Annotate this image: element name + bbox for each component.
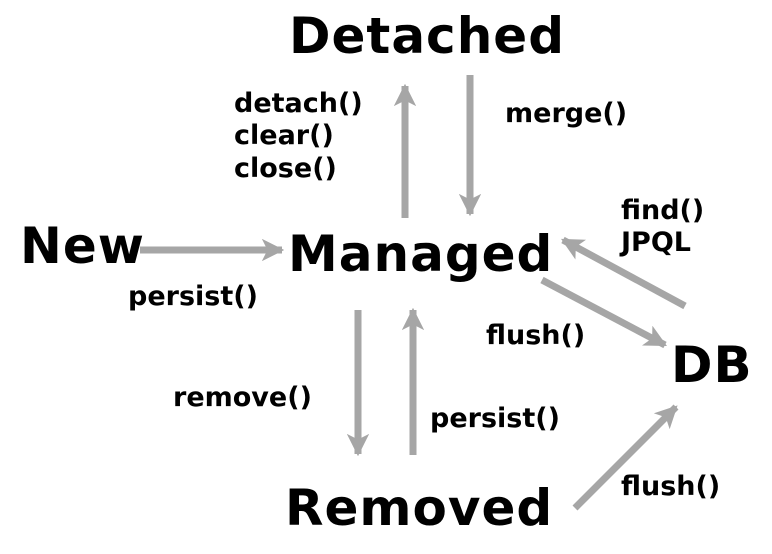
label-close: close() (234, 152, 337, 184)
node-managed: Managed (288, 225, 554, 283)
label-persist-removed: persist() (430, 403, 560, 434)
label-clear: clear() (234, 120, 334, 152)
label-flush-managed: flush() (486, 320, 586, 351)
arrow-db-to-managed (561, 236, 687, 310)
label-remove: remove() (173, 382, 312, 413)
label-find: find() (621, 195, 705, 226)
label-jpql: JPQL (621, 227, 691, 259)
node-removed: Removed (285, 479, 554, 537)
label-merge: merge() (505, 98, 628, 129)
label-detach-methods: detach() clear() close() (234, 88, 363, 185)
arrow-removed-to-db (572, 404, 679, 511)
label-persist-new: persist() (128, 281, 258, 312)
arrow-managed-to-db (540, 276, 667, 349)
label-detach: detach() (234, 88, 363, 119)
node-detached: Detached (289, 7, 565, 65)
label-flush-removed: flush() (621, 471, 721, 502)
label-find-methods: find() JPQL (621, 195, 704, 260)
node-new: New (20, 217, 145, 275)
node-db: DB (671, 336, 753, 394)
